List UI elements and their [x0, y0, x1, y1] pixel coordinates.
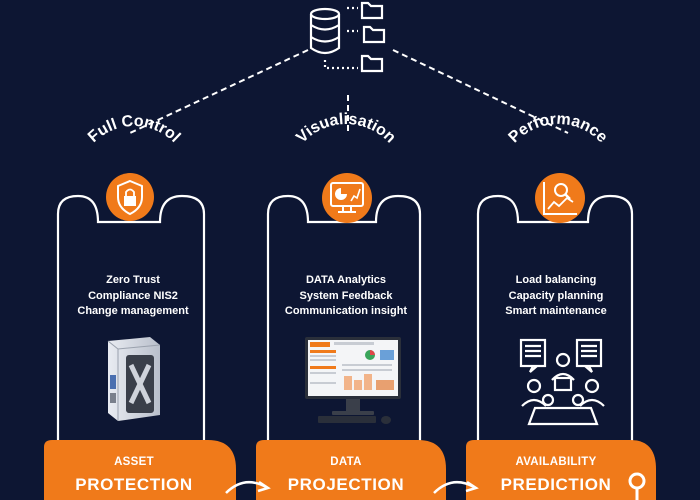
magnifier-chart-icon — [535, 173, 585, 223]
banner-label-big: PROTECTION — [75, 475, 193, 494]
dashboard-monitor-icon — [305, 337, 401, 424]
feature-item: Communication insight — [284, 305, 408, 317]
feature-list-full-control: Zero Trust Compliance NIS2 Change manage… — [53, 273, 213, 320]
banner-label-small: AVAILABILITY — [515, 456, 597, 468]
title-visualisation: Visualisation — [293, 111, 398, 147]
banner-label-small: DATA — [330, 456, 362, 468]
banner-shape-asset — [44, 440, 236, 500]
banner-label-big: PROJECTION — [287, 475, 405, 494]
team-meeting-icon — [519, 338, 605, 426]
shield-lock-icon — [106, 173, 154, 221]
svg-text:Visualisation: Visualisation — [293, 111, 398, 147]
feature-item: Compliance NIS2 — [88, 289, 178, 302]
column-titles: Full Control Visualisation Performance — [85, 111, 611, 147]
banner-shape-availability — [466, 440, 656, 500]
feature-item: Zero Trust — [106, 274, 160, 286]
analytics-monitor-icon — [322, 173, 372, 223]
banner-label-small: ASSET — [114, 456, 154, 468]
feature-list-visualisation: DATA Analytics System Feedback Communica… — [266, 273, 426, 320]
feature-item: Smart maintenance — [505, 305, 607, 317]
banner-shape-data — [256, 440, 446, 500]
title-full-control: Full Control — [85, 113, 183, 146]
banner-data-projection: DATA PROJECTION — [256, 456, 436, 495]
svg-text:Full Control: Full Control — [85, 113, 183, 146]
server-box-icon — [107, 337, 161, 421]
banner-availability-prediction: AVAILABILITY PREDICTION — [466, 456, 646, 495]
feature-item: Change management — [77, 305, 189, 317]
pin-icon — [628, 472, 646, 500]
banner-label-big: PREDICTION — [500, 475, 612, 494]
feature-item: System Feedback — [299, 289, 393, 302]
feature-item: Load balancing — [515, 274, 597, 286]
dashed-connector-left — [129, 49, 309, 134]
banner-asset-protection: ASSET PROTECTION — [44, 456, 224, 495]
svg-text:Performance: Performance — [506, 111, 611, 147]
banners — [44, 440, 656, 500]
frame-full-control — [56, 194, 206, 442]
title-performance: Performance — [506, 111, 611, 147]
feature-list-performance: Load balancing Capacity planning Smart m… — [476, 273, 636, 320]
database-files-icon — [309, 1, 386, 73]
feature-item: Capacity planning — [508, 289, 604, 302]
dashed-connector-right — [392, 49, 569, 134]
feature-item: DATA Analytics — [305, 274, 387, 286]
